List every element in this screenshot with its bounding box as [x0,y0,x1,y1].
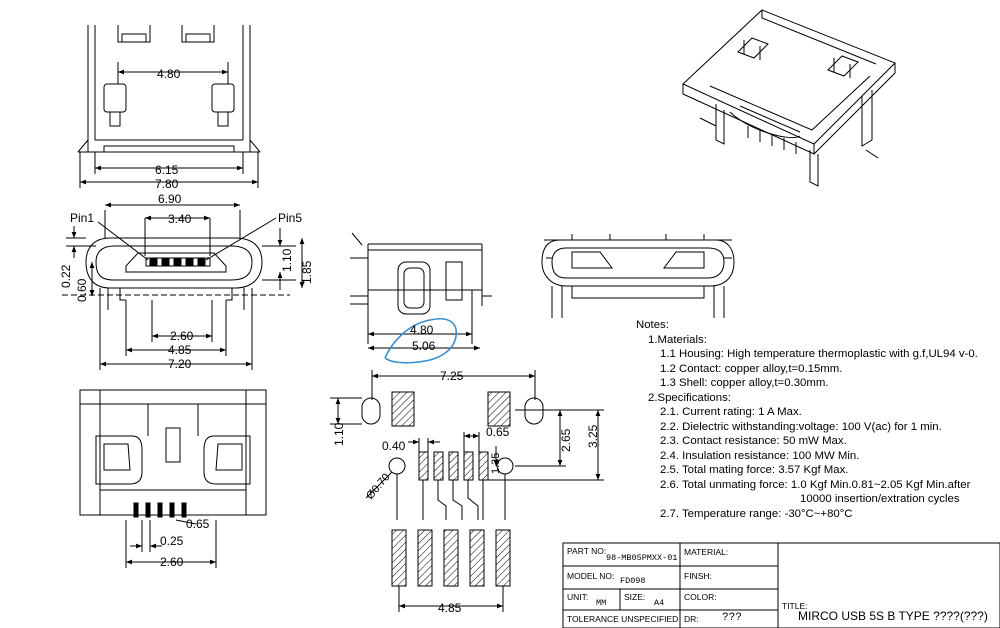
title-label: TITLE: [782,601,808,611]
top-view [77,25,261,188]
unit-value: MM [596,598,607,608]
dim-top-body-width: 6.15 [155,163,179,177]
dim-front-height-left-2: 0.60 [75,278,89,302]
dim-fp-hole-dia: Ø0.70 [364,471,392,502]
note-line: 1.3 Shell: copper alloy,t=0.30mm. [660,377,829,389]
isometric-view [682,9,896,187]
dim-front-height-left-1: 0.22 [59,264,73,288]
dim-front-mid-width: 4.85 [168,343,192,357]
notes-block: Notes: 1.Materials: 1.1 Housing: High te… [636,318,978,521]
dim-front-pin-span: 3.40 [168,212,192,226]
side-view [350,232,492,351]
material-label: MATERIAL: [684,547,729,557]
dim-top-pad-span: 4.80 [157,67,181,81]
size-value: A4 [654,598,665,608]
part-no-label: PART NO: [567,546,607,556]
tolerance-label: TOLERANCE UNSPECIFIED [567,614,679,624]
note-line: 10000 insertion/extration cycles [800,493,960,505]
color-label: COLOR: [684,592,717,602]
label-pin1: Pin1 [70,211,94,225]
size-label: SIZE: [624,592,646,602]
front-pins [149,257,206,267]
model-no-label: MODEL NO: [567,571,615,581]
dim-front-inner-width: 2.60 [170,329,194,343]
note-line: 2.4. Insulation resistance: 100 MW Min. [660,449,860,462]
signal-pads [418,451,489,481]
pcb-footprint [330,370,604,612]
note-line: 2.7. Temperature range: -30°C~+80°C [660,507,853,520]
dim-bottom-pitch: 0.65 [186,517,210,531]
note-line: 2.2. Dielectric withstanding:voltage: 10… [660,420,942,433]
front-view [62,202,305,370]
finish-label: FINSH: [684,571,712,581]
note-line: 2.3. Contact resistance: 50 mW Max. [660,435,847,447]
lower-pads [391,529,511,587]
label-pin5: Pin5 [278,211,302,225]
dim-front-height-2: 1.85 [300,260,314,284]
annotation-loop [384,318,457,364]
note-line: 2.5. Total mating force: 3.57 Kgf Max. [660,464,849,476]
notes-heading: Notes: [636,319,669,331]
note-line: 1.2 Contact: copper alloy,t=0.15mm. [660,362,843,375]
title-block [562,542,1000,628]
note-line: 2.Specifications: [648,391,731,404]
dim-fp-offset-2: 3.25 [586,424,600,448]
dim-fp-pad-span: 4.85 [438,601,462,615]
dim-bottom-lead-span: 2.60 [160,555,184,569]
note-line: 1.1 Housing: High temperature thermoplas… [660,348,978,360]
bottom-leads [133,502,187,518]
dim-bottom-lead-width: 0.25 [160,534,184,548]
part-no-value: 98-MB05PMXX-01 [606,553,678,563]
dim-fp-overall: 7.25 [440,369,464,383]
model-no-value: FD098 [620,576,646,586]
dim-front-top-width: 6.90 [158,192,182,206]
note-line: 2.1. Current rating: 1 A Max. [660,406,802,418]
title-value: MIRCO USB 5S B TYPE ????(???) [798,609,988,623]
dim-fp-offset-1: 2.65 [559,428,573,452]
dim-side-depth-1: 4.80 [410,323,434,337]
dim-fp-pitch: 0.65 [486,425,510,439]
dim-fp-small-offset: 1.35 [490,453,502,474]
unit-label: UNIT: [567,592,589,602]
dim-fp-pad-width: 0.40 [382,439,406,453]
dim-front-bottom-width: 7.20 [168,357,192,371]
dr-label: DR: [684,614,699,624]
end-view [541,234,735,318]
bottom-view [79,389,267,568]
dim-fp-hole-height: 1.10 [332,422,346,446]
dim-front-height-1: 1.10 [280,248,294,272]
note-line: 2.6. Total unmating force: 1.0 Kgf Min.0… [660,478,971,491]
dim-top-overall-width: 7.80 [155,177,179,191]
dr-value: ??? [722,612,742,624]
dim-side-depth-2: 5.06 [412,339,436,353]
note-line: 1.Materials: [648,333,707,346]
